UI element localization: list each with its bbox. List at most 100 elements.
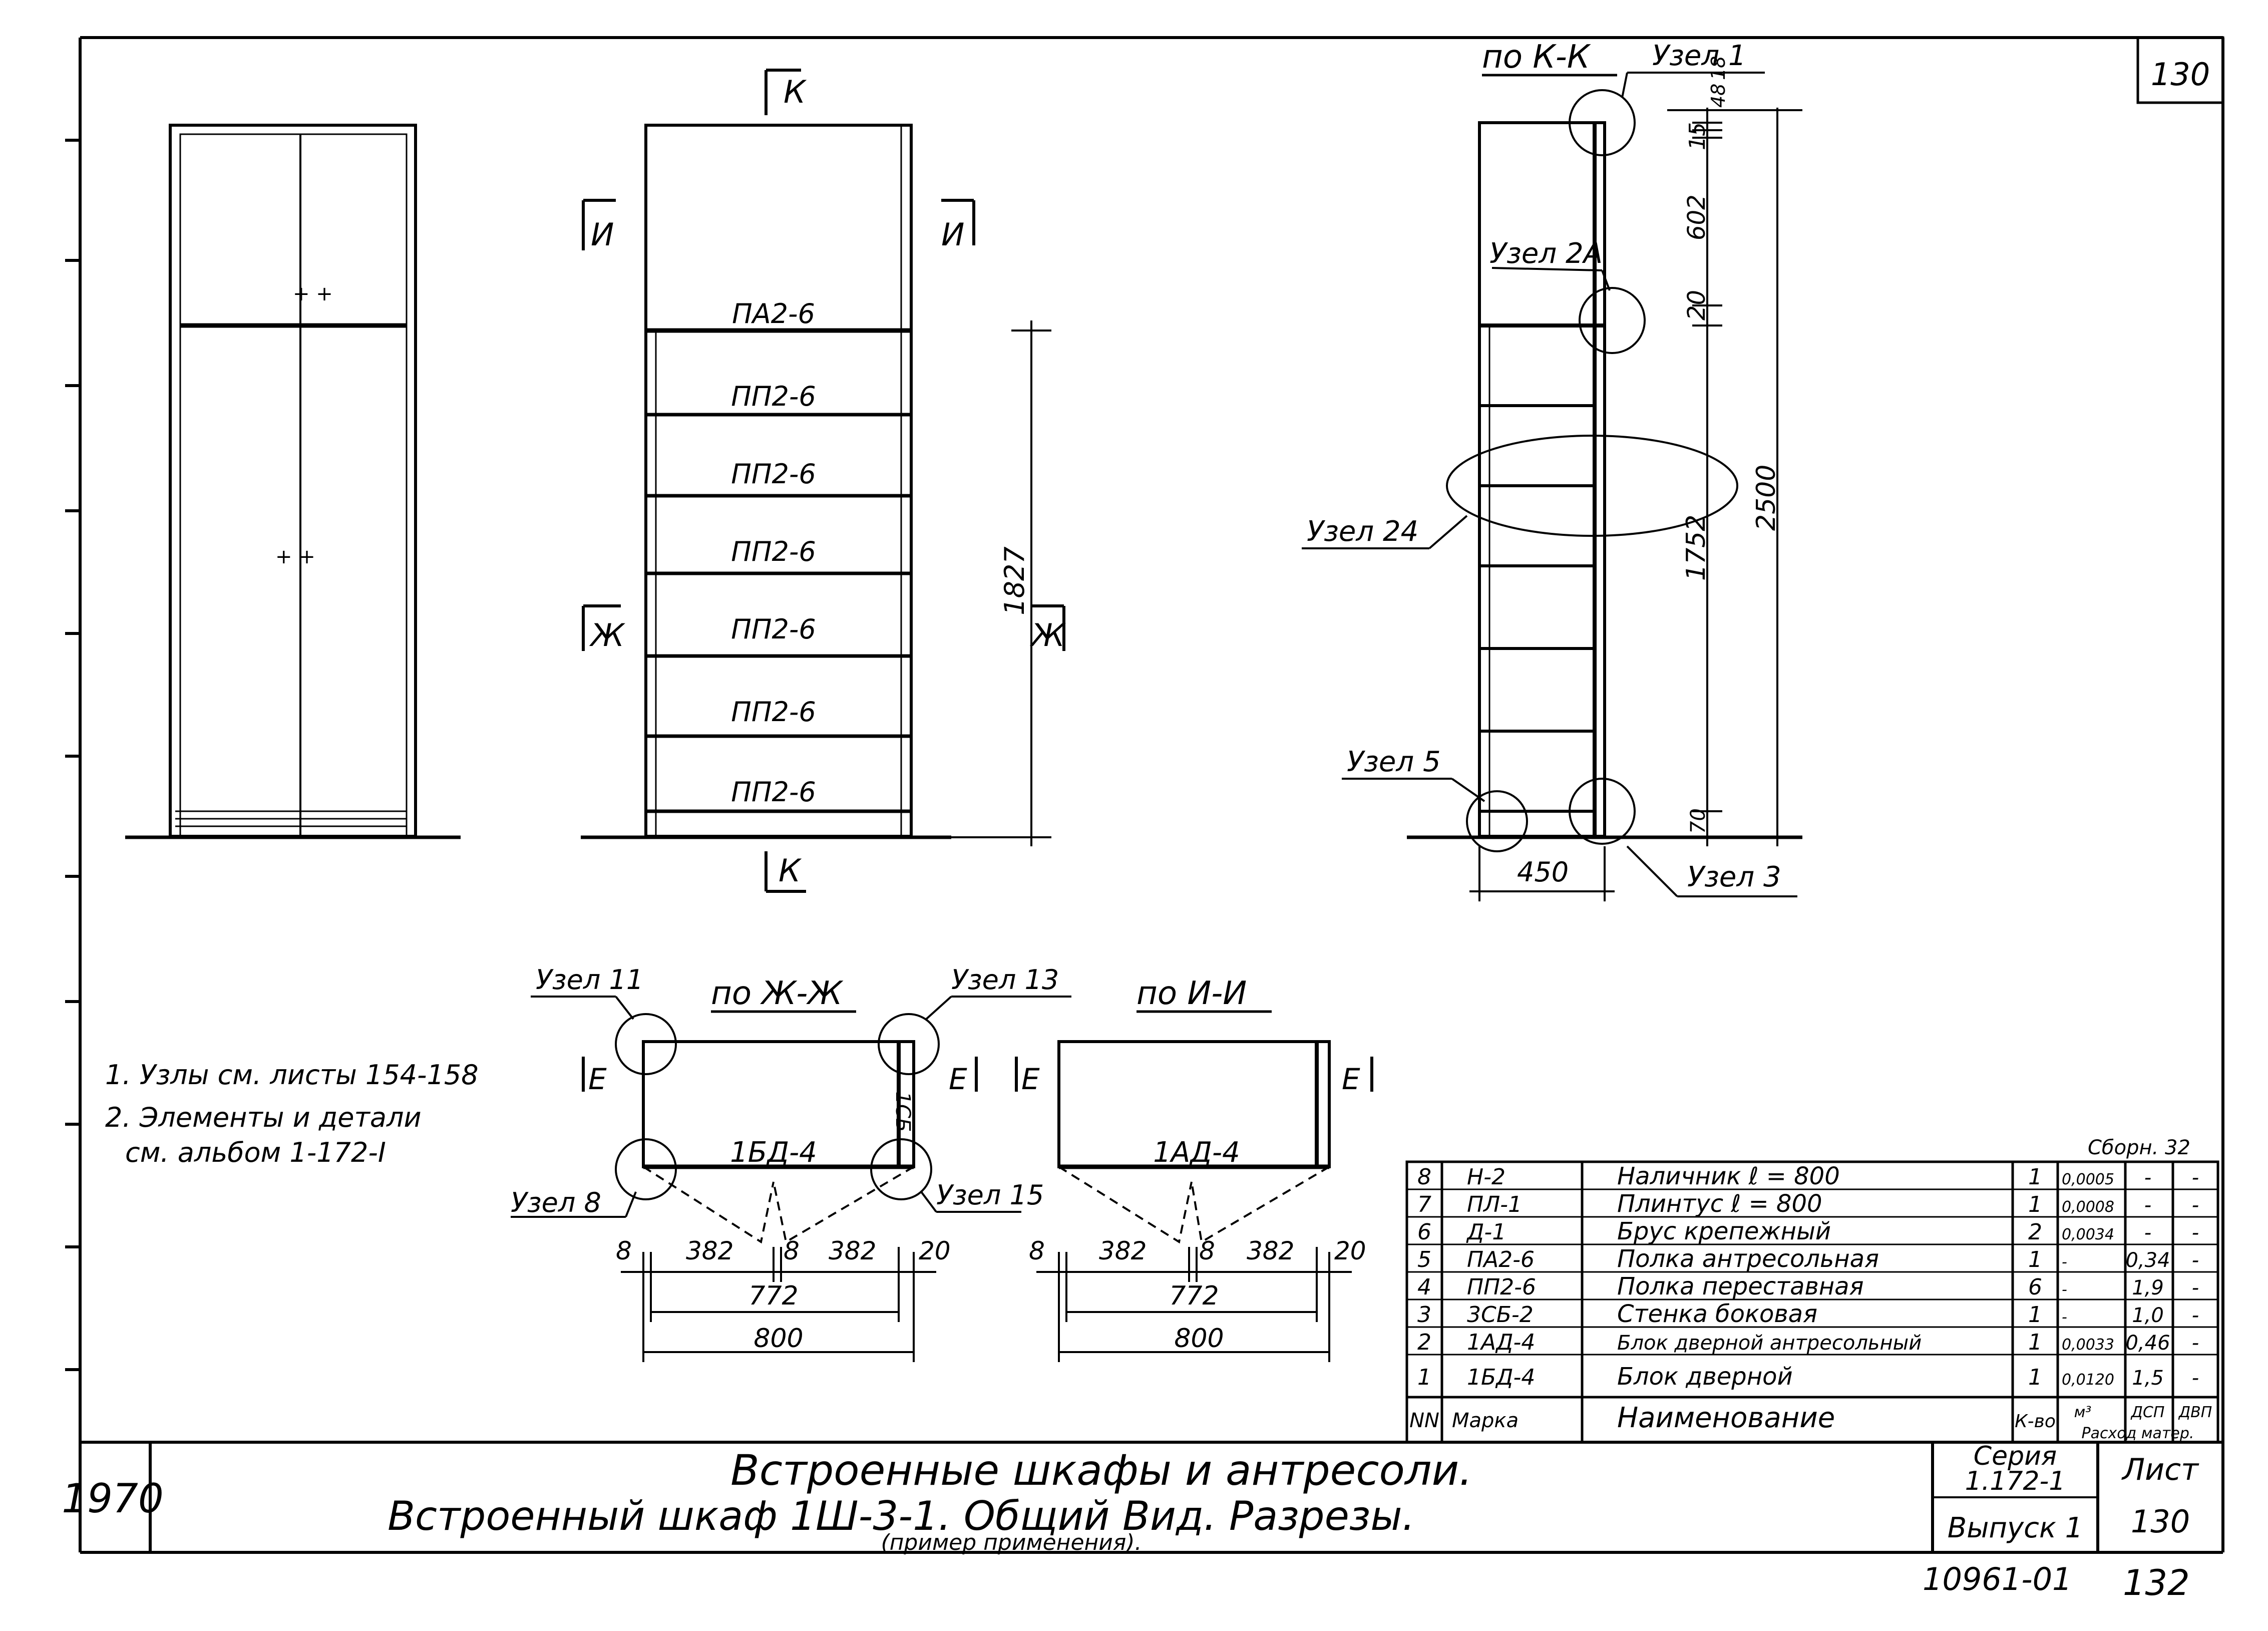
svg-text:Марка: Марка: [1452, 1409, 1519, 1432]
svg-text:м³: м³: [2074, 1404, 2092, 1421]
dim-label: 8: [784, 1236, 800, 1265]
svg-text:0,0008: 0,0008: [2062, 1198, 2114, 1216]
svg-text:8: 8: [1417, 1164, 1431, 1190]
shelf-label: ПА2-6: [732, 298, 815, 330]
dim-label: 20: [1683, 290, 1711, 320]
table-row: 8 Н-2 Наличник ℓ = 800 1 0,0005 - -: [1417, 1162, 2199, 1190]
svg-text:-: -: [2192, 1276, 2199, 1299]
svg-text:1АД-4: 1АД-4: [1467, 1330, 1535, 1355]
dim-label: 800: [753, 1324, 803, 1354]
svg-text:0,0120: 0,0120: [2062, 1371, 2114, 1389]
cut-marks: [582, 69, 1065, 893]
dim-label: 382: [829, 1236, 876, 1265]
svg-text:1: 1: [2028, 1365, 2042, 1390]
dim-height: 1827: [999, 546, 1030, 615]
svg-text:1: 1: [2028, 1302, 2042, 1328]
sheet-value: 130: [2131, 1503, 2190, 1540]
dim-label: 382: [1099, 1236, 1147, 1265]
dim-label: 382: [686, 1236, 733, 1265]
title-line: (пример применения).: [881, 1530, 1142, 1555]
svg-text:ПА2-6: ПА2-6: [1467, 1247, 1535, 1272]
svg-text:0,0033: 0,0033: [2062, 1336, 2114, 1354]
dim-label: 15: [1685, 122, 1710, 150]
section-title: по К-К: [1482, 39, 1591, 76]
svg-text:0,46: 0,46: [2125, 1332, 2170, 1355]
dim-label: 70: [1687, 808, 1710, 834]
svg-text:1,5: 1,5: [2132, 1367, 2164, 1390]
svg-text:Блок дверной антресольный: Блок дверной антресольный: [1617, 1332, 1922, 1355]
dim-label: 1752: [1681, 515, 1711, 581]
svg-text:1: 1: [2028, 1192, 2042, 1217]
svg-text:6: 6: [1417, 1219, 1431, 1245]
dim-label: 8: [1029, 1236, 1045, 1265]
section-title: по Ж-Ж: [711, 975, 844, 1012]
document-code: 10961-01: [1923, 1561, 2072, 1597]
dim-label: 8: [1199, 1236, 1215, 1265]
svg-text:Н-2: Н-2: [1467, 1164, 1505, 1190]
dim-label: 800: [1174, 1324, 1224, 1354]
svg-text:-: -: [2192, 1332, 2199, 1355]
note-line: 1. Узлы см. листы 154-158: [105, 1059, 479, 1091]
svg-text:+ +: + +: [293, 282, 333, 305]
dim-label: 602: [1683, 194, 1711, 240]
table-row: 1 1БД-4 Блок дверной 1 0,0120 1,5 -: [1417, 1363, 2199, 1391]
table-row: 2 1АД-4 Блок дверной антресольный 1 0,00…: [1417, 1330, 2199, 1355]
svg-text:5: 5: [1417, 1247, 1431, 1272]
svg-text:Д-1: Д-1: [1466, 1219, 1506, 1245]
svg-text:Брус крепежный: Брус крепежный: [1617, 1217, 1831, 1245]
table-row: 5 ПА2-6 Полка антресольная 1 - 0,34 -: [1417, 1245, 2199, 1273]
sheet-frame: [65, 36, 2224, 1554]
cut-mark-label: К: [784, 74, 807, 110]
svg-text:1: 1: [2028, 1330, 2042, 1355]
node-label: Узел 15: [936, 1179, 1044, 1211]
svg-text:-: -: [2062, 1281, 2067, 1298]
notes: 1. Узлы см. листы 154-158 2. Элементы и …: [105, 1059, 479, 1168]
svg-text:130: 130: [2151, 56, 2210, 93]
svg-text:1,0: 1,0: [2132, 1304, 2164, 1327]
cut-mark-label: Е: [1021, 1062, 1040, 1096]
table-header: NN Марка Наименование К-во м³ ДСП ДВП Ра…: [1409, 1402, 2212, 1442]
svg-text:-: -: [2192, 1194, 2199, 1217]
section-ii: по И-И 1АД-4 Е Е 8 382 8 382 20 772 800: [1015, 975, 1373, 1362]
year-label: 1970: [62, 1475, 164, 1522]
cut-mark-label: Ж: [1029, 617, 1066, 654]
cut-mark-label: Е: [588, 1062, 607, 1096]
side-label: 1СБ: [891, 1092, 914, 1132]
svg-text:ДСП: ДСП: [2130, 1404, 2165, 1421]
svg-text:0,0034: 0,0034: [2062, 1226, 2114, 1243]
svg-text:К-во: К-во: [2015, 1411, 2056, 1432]
dim-label: 450: [1517, 856, 1569, 888]
series-label: Серия: [1974, 1441, 2057, 1471]
svg-text:0,0005: 0,0005: [2062, 1171, 2114, 1188]
svg-text:Полка антресольная: Полка антресольная: [1617, 1245, 1879, 1273]
svg-text:-: -: [2192, 1221, 2199, 1244]
inner-label: 1БД-4: [730, 1136, 817, 1169]
svg-text:Плинтус ℓ = 800: Плинтус ℓ = 800: [1617, 1190, 1822, 1218]
sheet-label: Лист: [2121, 1452, 2199, 1487]
series-value: 1.172-1: [1965, 1466, 2066, 1496]
node-label: Узел 13: [951, 964, 1059, 996]
cut-mark-label: Е: [949, 1062, 967, 1096]
svg-text:ДВП: ДВП: [2178, 1404, 2212, 1421]
svg-text:Расход матер.: Расход матер.: [2082, 1425, 2194, 1442]
node-label: Узел 2А: [1489, 237, 1603, 270]
svg-text:1,9: 1,9: [2132, 1276, 2164, 1299]
elevation-closed-view: + + + +: [125, 124, 461, 839]
svg-text:-: -: [2192, 1304, 2199, 1327]
svg-text:-: -: [2144, 1166, 2151, 1189]
node-label: Узел 11: [536, 964, 643, 996]
shelf-label: ПП2-6: [731, 696, 816, 728]
svg-text:Блок дверной: Блок дверной: [1617, 1363, 1793, 1391]
svg-text:-: -: [2192, 1249, 2199, 1272]
table-row: 7 ПЛ-1 Плинтус ℓ = 800 1 0,0008 - -: [1417, 1190, 2199, 1218]
shelf-label: ПП2-6: [731, 613, 816, 645]
shelf-label: ПП2-6: [731, 381, 816, 412]
inner-label: 1АД-4: [1153, 1136, 1240, 1169]
title-line: Встроенные шкафы и антресоли.: [730, 1446, 1472, 1495]
svg-text:Стенка боковая: Стенка боковая: [1617, 1300, 1817, 1328]
svg-text:Наличник ℓ = 800: Наличник ℓ = 800: [1617, 1162, 1840, 1190]
dim-label: 8: [616, 1236, 632, 1265]
svg-text:3СБ-2: 3СБ-2: [1467, 1302, 1534, 1328]
svg-text:ПЛ-1: ПЛ-1: [1467, 1192, 1522, 1217]
